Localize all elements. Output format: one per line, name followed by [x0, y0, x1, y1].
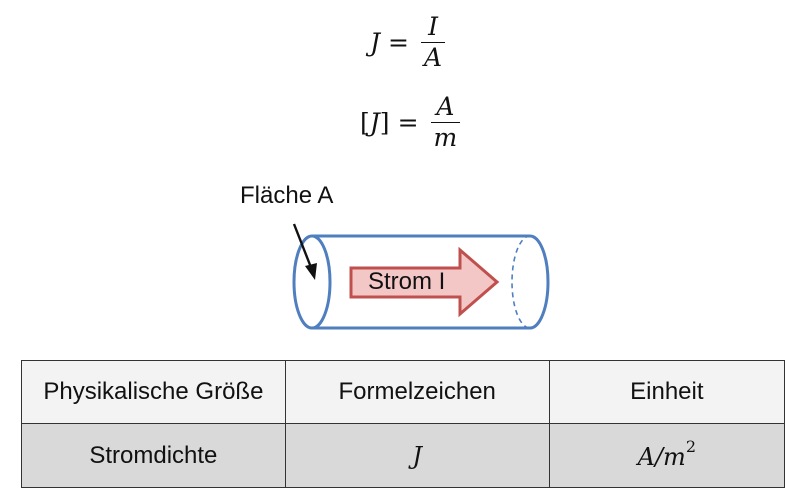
- formula-equals: =: [388, 28, 409, 57]
- area-label: Fläche A: [240, 182, 334, 209]
- header-quantity: Physikalische Größe: [21, 360, 286, 424]
- cylinder-hidden-edge: [511, 235, 531, 329]
- header-symbol: Formelzeichen: [284, 360, 550, 424]
- current-density-formula: J = I A: [370, 12, 446, 72]
- unit-fraction: A m: [430, 92, 461, 152]
- conductor-cylinder: [292, 234, 550, 330]
- unit-base: A/m: [637, 442, 686, 471]
- table-row: Stromdichte J A/m2: [21, 423, 786, 488]
- formula-lhs: J: [370, 27, 381, 57]
- current-label: Strom I: [368, 268, 446, 295]
- area-pointer-arrow: [292, 223, 317, 280]
- unit-exponent: 2: [685, 436, 697, 456]
- formula-numerator: I: [428, 12, 438, 41]
- header-unit: Einheit: [548, 360, 786, 424]
- fraction-bar: [430, 122, 461, 123]
- table-header-row: Physikalische Größe Formelzeichen Einhei…: [21, 360, 786, 424]
- unit-bracket-open: [: [360, 107, 370, 137]
- cylinder-sides: [312, 234, 530, 330]
- fraction-bar: [420, 42, 446, 43]
- cylinder-back-edge: [529, 234, 550, 330]
- formula-denominator: A: [423, 43, 443, 72]
- quantity-table: Physikalische Größe Formelzeichen Einhei…: [21, 360, 786, 488]
- unit-formula: [ J ] = A m: [360, 92, 461, 152]
- formula-fraction: I A: [420, 12, 446, 72]
- unit-formula-equals: =: [397, 108, 419, 137]
- cell-unit: A/m2: [548, 423, 786, 488]
- current-arrow: [349, 246, 500, 318]
- unit-numerator: A: [436, 92, 455, 121]
- unit-denominator: m: [433, 123, 458, 152]
- conductor-diagram: [292, 223, 550, 330]
- cell-symbol: J: [284, 423, 550, 488]
- cell-quantity: Stromdichte: [21, 423, 286, 488]
- unit-formula-lhs: J: [369, 107, 380, 137]
- unit-bracket-close: ]: [379, 107, 390, 137]
- cylinder-front-face: [292, 234, 332, 330]
